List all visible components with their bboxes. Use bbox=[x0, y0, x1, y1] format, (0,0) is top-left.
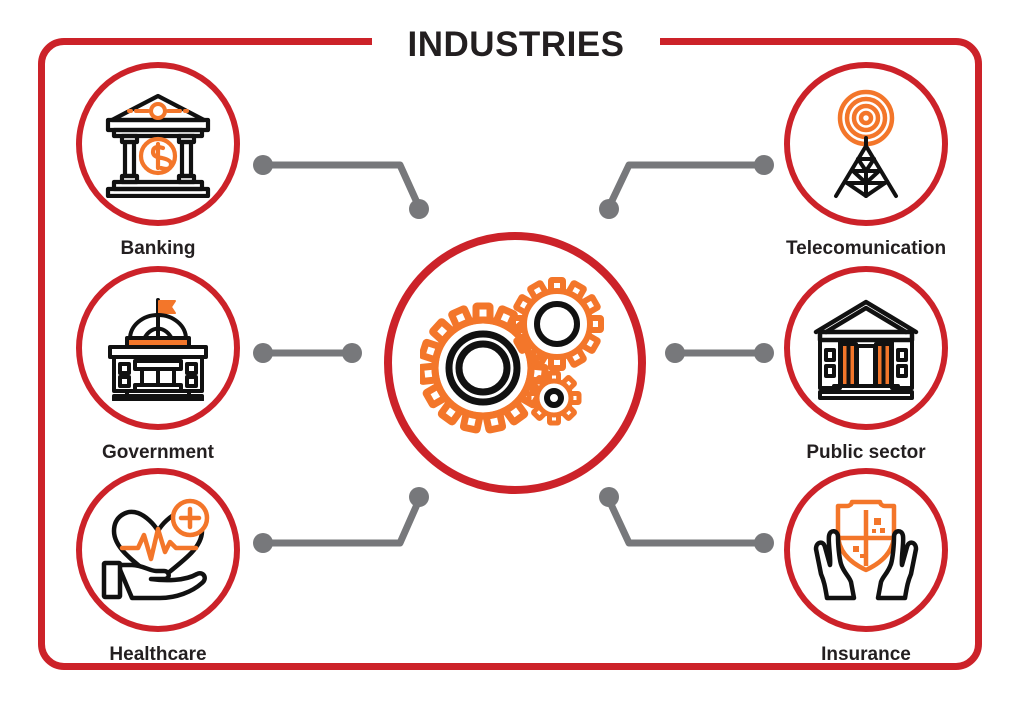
classical-building-icon bbox=[808, 296, 924, 400]
connector-telecom bbox=[599, 155, 774, 219]
node-banking-ring[interactable] bbox=[76, 62, 240, 226]
node-publicsector-label: Public sector bbox=[806, 442, 926, 463]
node-publicsector[interactable]: Public sector bbox=[780, 266, 952, 464]
connector-banking bbox=[253, 155, 429, 219]
bank-icon bbox=[102, 90, 214, 198]
node-banking[interactable]: Banking bbox=[72, 62, 244, 260]
node-healthcare-label: Healthcare bbox=[109, 644, 207, 665]
radio-tower-icon bbox=[814, 88, 918, 200]
node-healthcare-ring[interactable] bbox=[76, 468, 240, 632]
connector-insurance bbox=[599, 487, 774, 553]
page-title: INDUSTRIES bbox=[407, 25, 625, 64]
capitol-icon bbox=[102, 295, 214, 401]
hand-heart-pulse-icon bbox=[100, 497, 216, 603]
node-government[interactable]: Government bbox=[72, 266, 244, 464]
node-insurance[interactable]: Insurance bbox=[780, 468, 952, 666]
connector-publicsector bbox=[665, 343, 774, 363]
hands-shield-icon bbox=[808, 496, 924, 604]
connector-government bbox=[253, 343, 362, 363]
node-telecom-label: Telecomunication bbox=[785, 238, 947, 259]
connector-healthcare bbox=[253, 487, 429, 553]
node-insurance-ring[interactable] bbox=[784, 468, 948, 632]
title-gap-mask bbox=[372, 28, 660, 62]
node-insurance-label: Insurance bbox=[821, 644, 911, 665]
node-government-label: Government bbox=[102, 442, 214, 463]
center-hub[interactable] bbox=[384, 232, 646, 494]
node-telecom[interactable]: Telecomunication bbox=[780, 62, 952, 260]
node-healthcare[interactable]: Healthcare bbox=[72, 468, 244, 666]
node-telecom-ring[interactable] bbox=[784, 62, 948, 226]
node-government-ring[interactable] bbox=[76, 266, 240, 430]
gears-icon bbox=[417, 276, 610, 451]
node-banking-label: Banking bbox=[120, 238, 196, 259]
node-publicsector-ring[interactable] bbox=[784, 266, 948, 430]
